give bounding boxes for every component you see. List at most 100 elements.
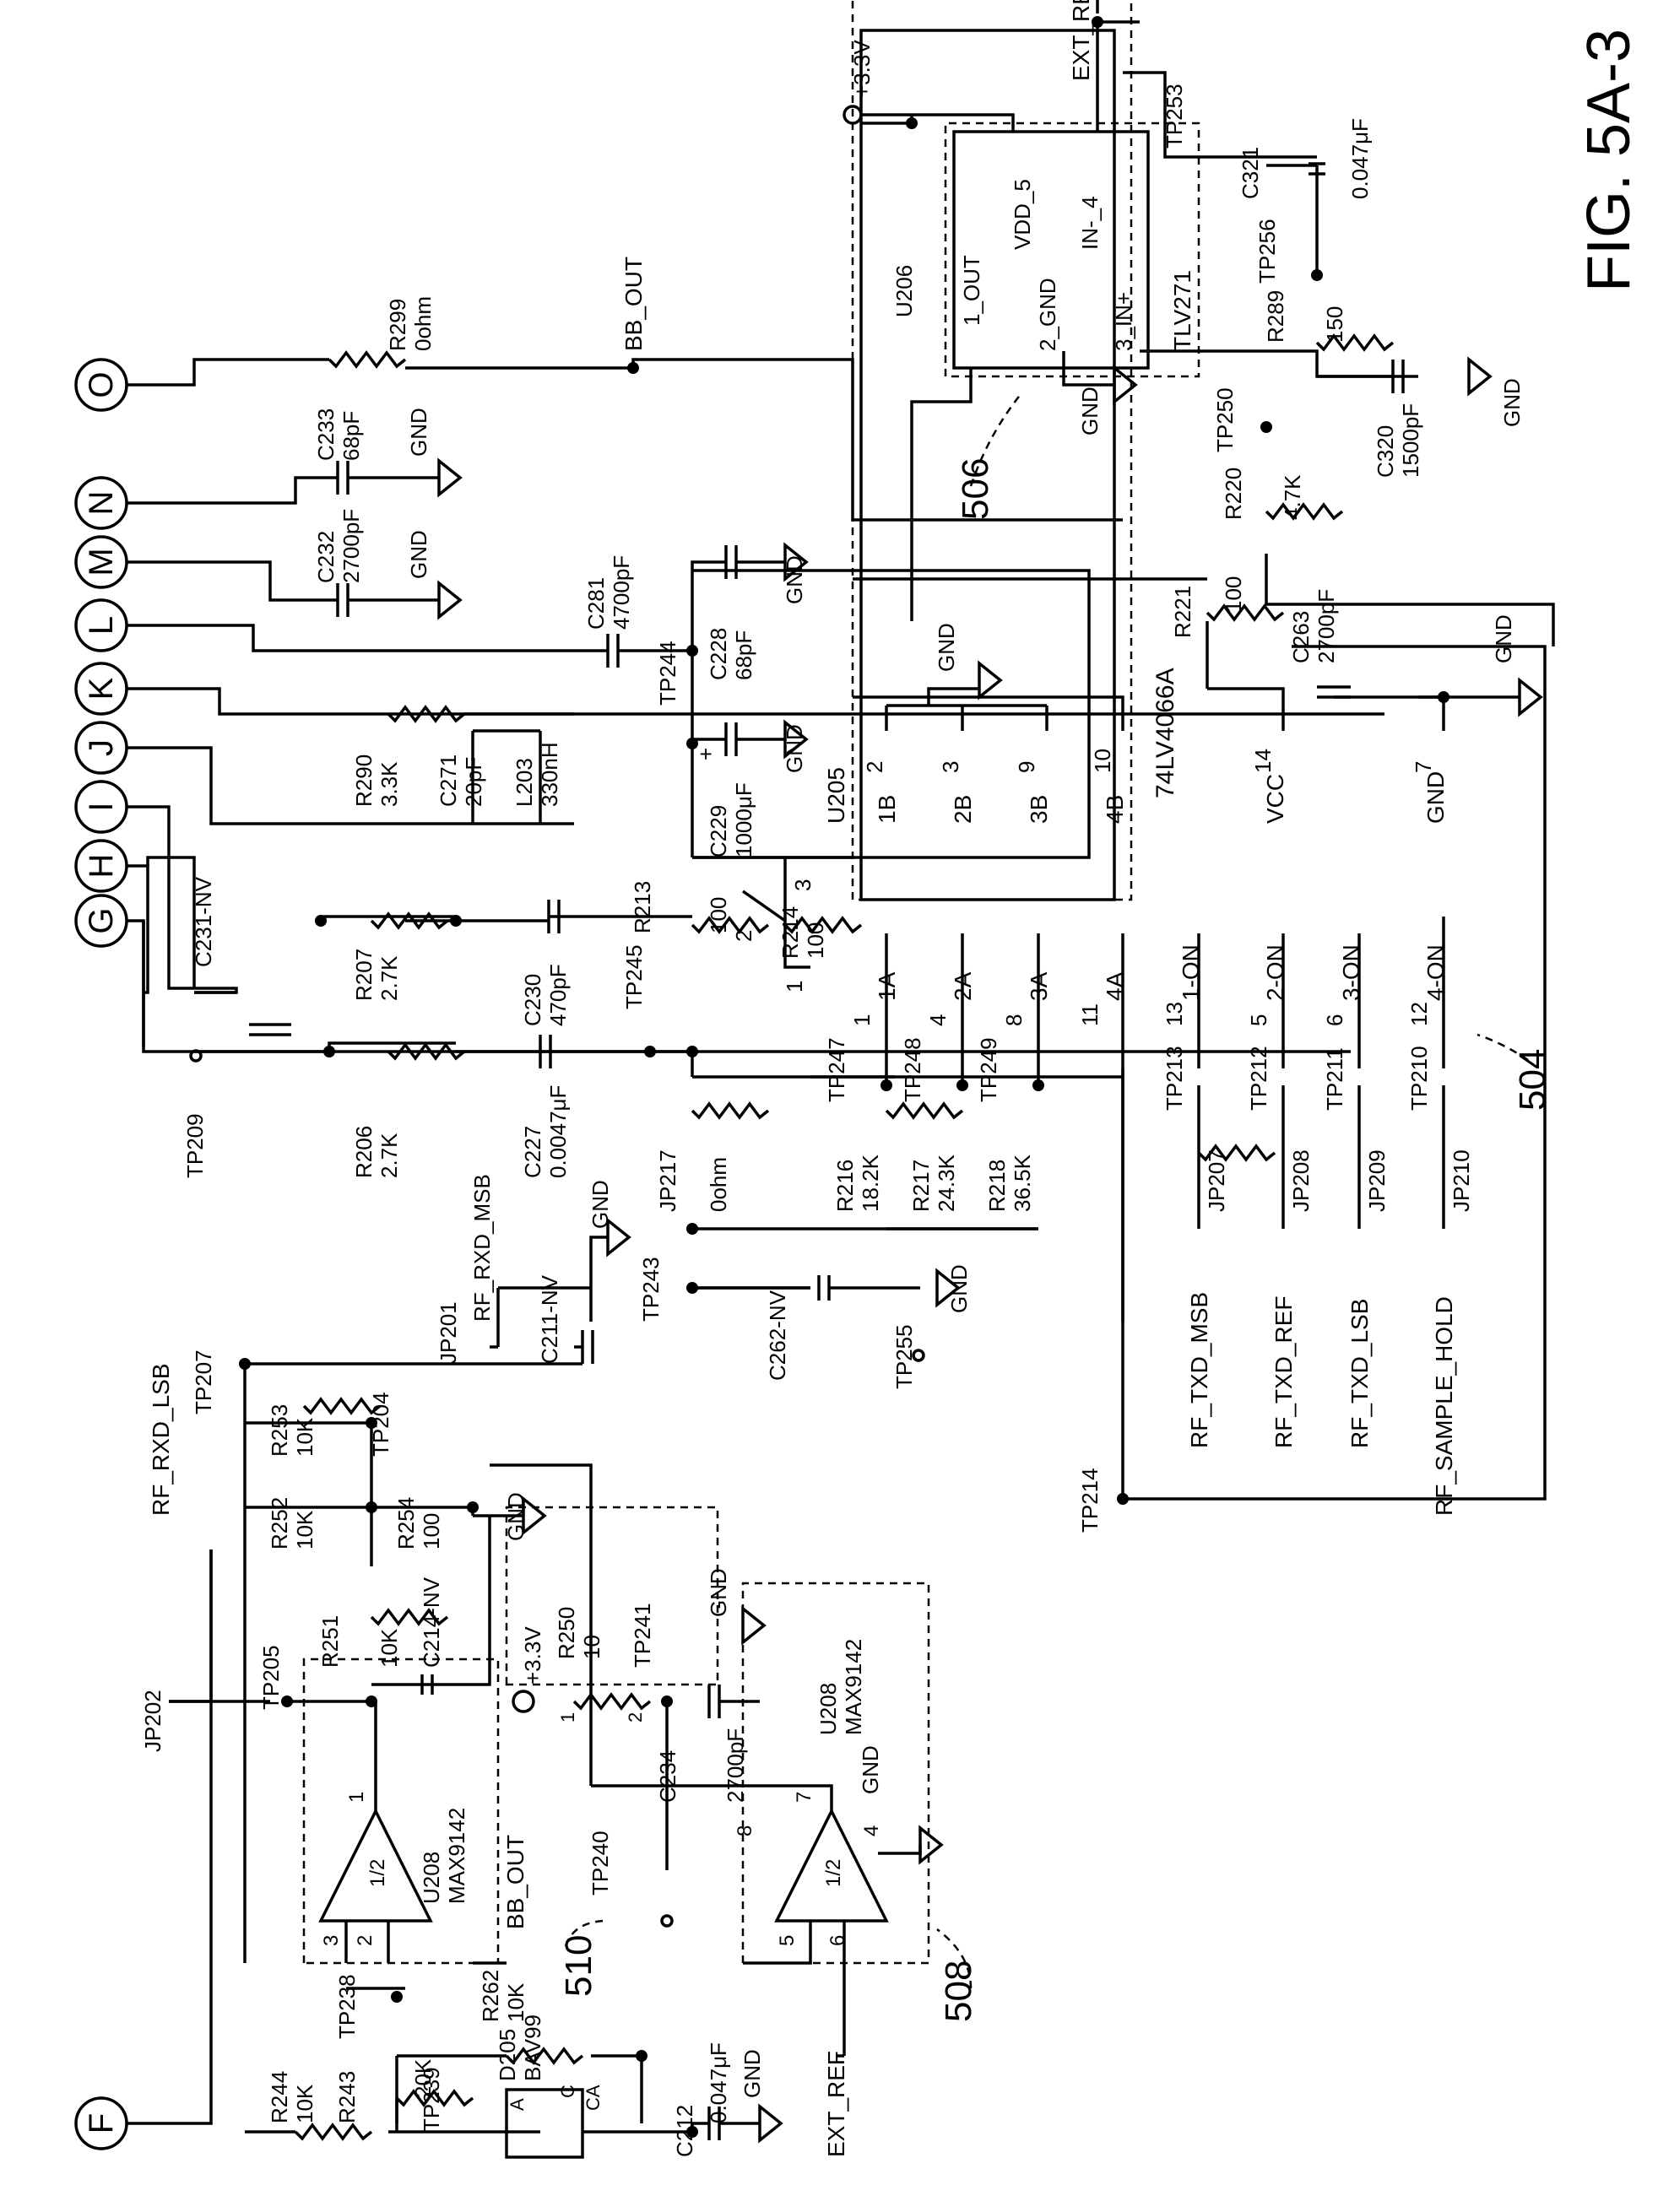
r250-resistor	[572, 1692, 652, 1711]
svg-text:C: C	[557, 2085, 578, 2098]
svg-text:R244: R244	[267, 2071, 292, 2123]
svg-text:1: 1	[557, 1712, 578, 1723]
svg-text:R262: R262	[478, 1970, 503, 2022]
svg-text:BAV99: BAV99	[520, 2015, 545, 2081]
svg-text:TP250: TP250	[1212, 387, 1238, 452]
svg-text:C233: C233	[313, 408, 339, 461]
svg-text:GND: GND	[706, 1568, 731, 1617]
svg-text:L203: L203	[512, 758, 537, 807]
r213-resistor	[691, 856, 853, 934]
connector-f: F	[74, 2096, 128, 2150]
svg-text:GND: GND	[1077, 387, 1103, 435]
svg-text:H: H	[83, 854, 120, 879]
svg-text:C320: C320	[1373, 425, 1398, 478]
svg-text:R252: R252	[267, 1497, 292, 1549]
svg-text:JP202: JP202	[140, 1690, 165, 1752]
svg-text:M: M	[83, 548, 120, 576]
svg-text:A: A	[507, 2098, 528, 2111]
svg-text:2.7K: 2.7K	[377, 1133, 402, 1178]
r244-resistor	[294, 2123, 373, 2141]
r253-resistor	[302, 1397, 382, 1415]
svg-text:100: 100	[706, 897, 731, 933]
svg-text:U206: U206	[891, 265, 917, 317]
rf-sample-hold-label: RF_SAMPLE_HOLD	[1431, 1296, 1457, 1516]
svg-text:R206: R206	[351, 1126, 377, 1178]
svg-text:JP208: JP208	[1288, 1149, 1314, 1212]
svg-text:JP210: JP210	[1449, 1149, 1474, 1212]
svg-text:4700pF: 4700pF	[609, 555, 634, 630]
svg-text:330nH: 330nH	[537, 742, 562, 807]
svg-text:2700pF: 2700pF	[1314, 589, 1339, 663]
svg-text:TLV271: TLV271	[1169, 270, 1195, 351]
svg-text:R299: R299	[385, 299, 410, 351]
svg-text:C212: C212	[672, 2105, 697, 2157]
svg-text:18.2K: 18.2K	[858, 1154, 883, 1212]
u205-ref: U205	[823, 767, 849, 824]
svg-text:1_OUT: 1_OUT	[959, 255, 984, 326]
svg-text:GND: GND	[740, 2049, 765, 2098]
connector-j: J	[74, 721, 128, 775]
svg-text:TP212: TP212	[1246, 1046, 1271, 1111]
svg-text:1B: 1B	[874, 795, 900, 824]
svg-text:2: 2	[625, 1712, 646, 1723]
svg-text:D205: D205	[495, 2029, 520, 2081]
svg-text:CA: CA	[582, 2085, 604, 2111]
svg-text:JP207: JP207	[1204, 1149, 1229, 1212]
svg-text:TP241: TP241	[630, 1603, 655, 1668]
svg-text:12: 12	[1406, 1002, 1432, 1026]
svg-text:1/2: 1/2	[822, 1859, 845, 1887]
rf-rxd-msb-label: RF_RXD_MSB	[469, 1174, 495, 1322]
svg-text:10: 10	[1090, 749, 1115, 773]
svg-text:8: 8	[734, 1825, 756, 1836]
svg-text:24.3K: 24.3K	[934, 1154, 959, 1212]
figure-label: FIG. 5A-3	[1575, 29, 1643, 292]
u206-ic	[952, 130, 1150, 370]
svg-text:GND: GND	[858, 1745, 883, 1794]
svg-text:MAX9142: MAX9142	[444, 1808, 469, 1904]
svg-text:TP239: TP239	[419, 2067, 444, 2132]
svg-text:3_IN+: 3_IN+	[1111, 292, 1136, 351]
svg-text:IN-_4: IN-_4	[1077, 196, 1103, 250]
bb-out-top-label: BB_OUT	[620, 257, 647, 351]
jp217-jumper	[691, 1101, 770, 1120]
connector-g: G	[74, 894, 128, 948]
svg-text:TP214: TP214	[1077, 1468, 1103, 1533]
svg-text:TP248: TP248	[900, 1037, 925, 1102]
svg-text:I: I	[83, 802, 120, 811]
svg-text:0ohm: 0ohm	[706, 1157, 731, 1212]
svg-text:R253: R253	[267, 1404, 292, 1457]
svg-text:O: O	[83, 371, 120, 398]
svg-text:TP238: TP238	[334, 1974, 360, 2039]
svg-text:11: 11	[1077, 1003, 1103, 1026]
svg-text:13: 13	[1162, 1002, 1187, 1026]
svg-text:0.047μF: 0.047μF	[706, 2042, 731, 2123]
svg-text:R243: R243	[334, 2071, 360, 2123]
r289-resistor	[1315, 333, 1395, 352]
svg-text:C214-NV: C214-NV	[419, 1577, 444, 1668]
svg-text:3A: 3A	[1026, 971, 1052, 1001]
svg-text:R217: R217	[908, 1160, 934, 1212]
r206-resistor	[387, 1042, 466, 1061]
svg-text:TP249: TP249	[976, 1037, 1001, 1102]
svg-text:3: 3	[320, 1935, 343, 1946]
connector-i: I	[74, 780, 128, 834]
svg-text:R221: R221	[1170, 586, 1195, 638]
svg-text:3: 3	[938, 761, 963, 773]
svg-text:GND: GND	[1499, 378, 1525, 427]
svg-text:2700pF: 2700pF	[723, 1728, 748, 1803]
svg-text:20K: 20K	[410, 2058, 436, 2098]
bb-out-bottom-label: BB_OUT	[502, 1835, 528, 1929]
svg-text:C321: C321	[1238, 147, 1263, 199]
svg-text:36.5K: 36.5K	[1010, 1154, 1035, 1212]
svg-text:2: 2	[731, 930, 756, 942]
svg-text:J: J	[83, 739, 120, 756]
svg-text:+3.3V: +3.3V	[849, 40, 875, 98]
svg-text:C232: C232	[313, 531, 339, 583]
ref-numeral-510: 510	[558, 1935, 599, 1997]
svg-text:R220: R220	[1221, 468, 1246, 520]
svg-text:4: 4	[860, 1825, 883, 1836]
u208a-opamp	[318, 1808, 433, 1923]
svg-text:R254: R254	[393, 1497, 419, 1549]
svg-text:MAX9142: MAX9142	[841, 1639, 866, 1735]
